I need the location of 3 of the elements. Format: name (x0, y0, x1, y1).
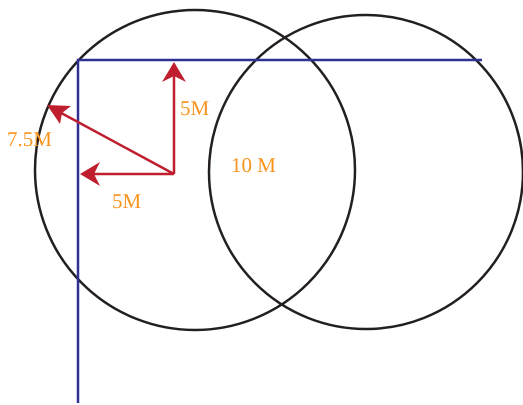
dimension-label: 5M (180, 98, 210, 119)
dimension-label: 5M (112, 191, 142, 212)
dimension-label: 10 M (231, 155, 276, 176)
